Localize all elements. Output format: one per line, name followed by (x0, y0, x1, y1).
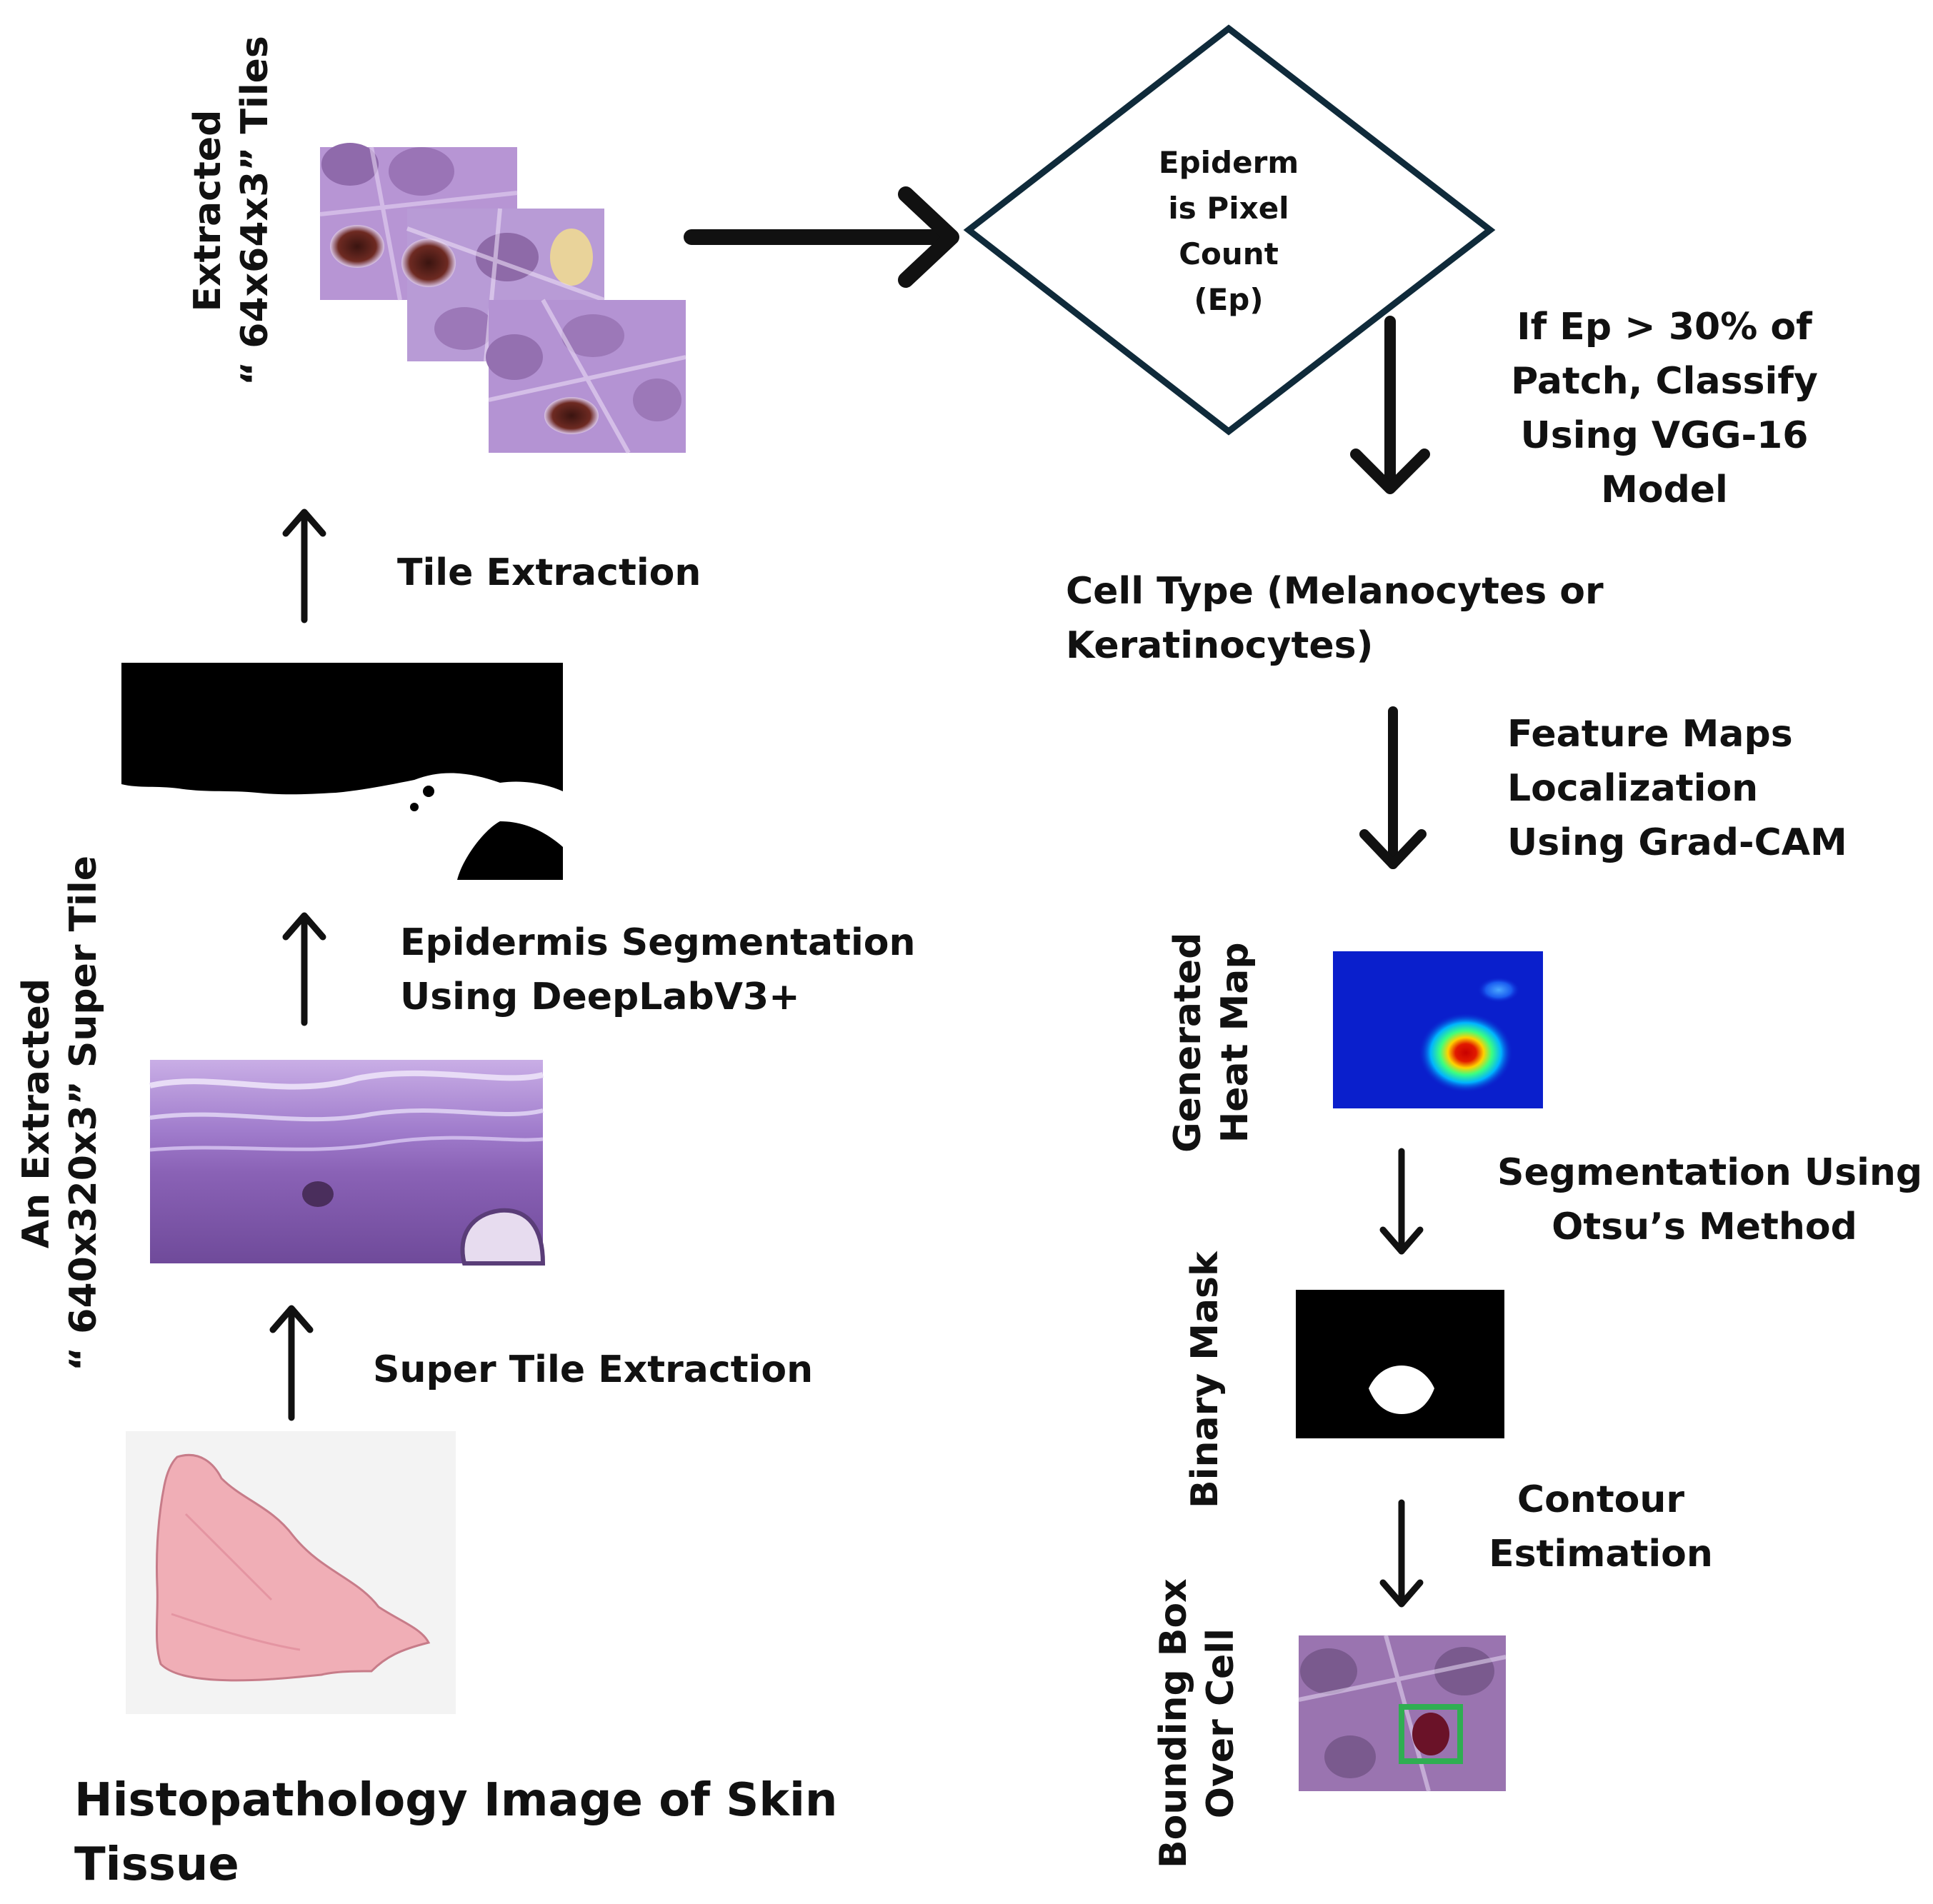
heat-map-caption: Generated Heat Map (1164, 933, 1259, 1153)
classify-condition-line-1: If Ep > 30% of (1517, 306, 1812, 349)
bbox-caption: Bounding Box Over Cell (1150, 1578, 1244, 1868)
diamond-line-4: (Ep) (1194, 282, 1264, 317)
bbox-caption-line-1: Bounding Box (1152, 1578, 1195, 1868)
contour-estimation-label: Contour Estimation (1476, 1473, 1726, 1581)
feature-maps-line-1: Feature Maps (1507, 713, 1793, 756)
heat-map-caption-line-2: Heat Map (1214, 942, 1257, 1143)
arrow-contour (1379, 1499, 1424, 1608)
bounding-box-image (1298, 1635, 1507, 1792)
epidermis-mask-image (121, 663, 563, 880)
super-tile-caption-line-2: “ 640x320x3” Super Tile (62, 855, 105, 1371)
super-tile-image (149, 1060, 546, 1266)
tiles-caption-line-2: “ 64x64x3” Tiles (234, 36, 276, 386)
decision-diamond-label: Epiderm is Pixel Count (Ep) (1122, 140, 1336, 323)
cell-type-line-1: Cell Type (Melanocytes or (1066, 570, 1604, 613)
diamond-line-3: Count (1179, 236, 1279, 271)
otsu-segmentation-line-1: Segmentation Using (1497, 1151, 1923, 1194)
arrow-super-tile-extraction (269, 1305, 314, 1421)
cell-type-label: Cell Type (Melanocytes or Keratinocytes) (1066, 564, 1604, 673)
arrow-classify (1350, 316, 1430, 494)
arrow-otsu (1379, 1148, 1424, 1255)
source-image-title-line-1: Histopathology Image of Skin (74, 1774, 838, 1827)
arrow-epidermis-segmentation (282, 912, 326, 1026)
super-tile-caption-line-1: An Extracted (15, 978, 58, 1249)
super-tile-extraction-label: Super Tile Extraction (373, 1348, 814, 1391)
diamond-line-2: is Pixel (1168, 191, 1289, 226)
cell-type-line-2: Keratinocytes) (1066, 624, 1374, 667)
decision-diamond (963, 24, 1496, 436)
arrow-to-decision (684, 186, 959, 288)
source-image-title: Histopathology Image of Skin Tissue (74, 1768, 837, 1897)
left-arrows (269, 508, 326, 1421)
tiles-caption-line-1: Extracted (186, 109, 229, 312)
heat-map-caption-line-1: Generated (1167, 932, 1209, 1153)
otsu-segmentation-label: Segmentation Using Otsu’s Method (1497, 1146, 1923, 1254)
classify-condition-line-3: Using VGG-16 (1520, 414, 1809, 457)
binary-mask-caption-text: Binary Mask (1184, 1251, 1227, 1508)
tiles-stack-image (319, 143, 686, 454)
arrow-grad-cam (1359, 706, 1427, 869)
contour-estimation-line-1: Contour (1517, 1478, 1685, 1521)
epidermis-segmentation-line-1: Epidermis Segmentation (400, 921, 916, 964)
binary-mask-caption: Binary Mask (1182, 1251, 1229, 1508)
classify-condition-line-4: Model (1601, 469, 1728, 511)
binary-mask-image (1296, 1290, 1504, 1438)
source-image-title-line-2: Tissue (74, 1838, 239, 1891)
feature-maps-label: Feature Maps Localization Using Grad-CAM (1507, 707, 1847, 870)
histopathology-slide-image (126, 1431, 456, 1714)
tile-extraction-label: Tile Extraction (397, 551, 701, 594)
epidermis-segmentation-line-2: Using DeepLabV3+ (400, 976, 800, 1018)
classify-condition-line-2: Patch, Classify (1511, 360, 1818, 403)
diamond-line-1: Epiderm (1158, 145, 1299, 180)
tiles-caption: Extracted “ 64x64x3” Tiles (184, 36, 279, 386)
contour-estimation-line-2: Estimation (1489, 1533, 1713, 1575)
otsu-segmentation-line-2: Otsu’s Method (1552, 1206, 1857, 1248)
classify-condition-label: If Ep > 30% of Patch, Classify Using VGG… (1493, 300, 1836, 517)
bbox-caption-line-2: Over Cell (1199, 1628, 1242, 1819)
super-tile-caption: An Extracted “ 640x320x3” Super Tile (13, 856, 107, 1371)
epidermis-segmentation-label: Epidermis Segmentation Using DeepLabV3+ (400, 916, 916, 1024)
tile-3 (486, 299, 686, 454)
arrow-tile-extraction (282, 508, 326, 623)
heat-map-image (1333, 951, 1543, 1108)
feature-maps-line-3: Using Grad-CAM (1507, 821, 1847, 864)
feature-maps-line-2: Localization (1507, 767, 1759, 810)
